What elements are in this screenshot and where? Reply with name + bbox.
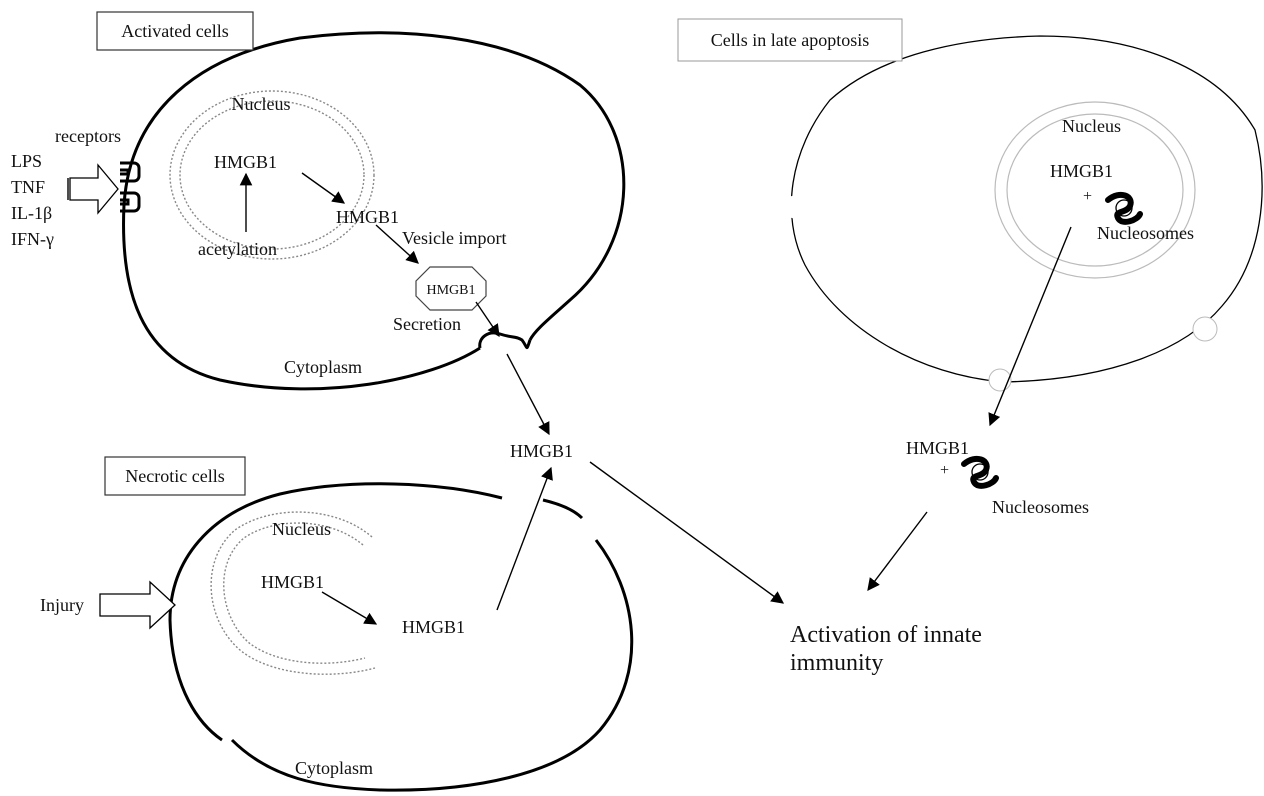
activated-title-box	[96, 11, 254, 51]
activated-hmgb1-nucleus: HMGB1	[214, 152, 277, 172]
necrotic-release-arrow	[496, 466, 553, 611]
activated-cytoplasm-label: Cytoplasm	[284, 357, 362, 377]
activated-nucleus-inner	[179, 100, 365, 250]
hmgb1-to-immunity-arrow	[589, 461, 785, 604]
injury-arrow	[99, 580, 176, 630]
necrotic-hmgb1-cytoplasm: HMGB1	[402, 617, 465, 637]
activated-title: Activated cells	[121, 21, 228, 41]
apoptotic-bleb-left	[783, 195, 807, 219]
outcome-line-1: Activation of innate	[790, 622, 982, 648]
necrotic-nucleus-label: Nucleus	[272, 519, 331, 539]
released-complex: HMGB1 + Nucleosomes	[906, 438, 1089, 517]
necrotic-title: Necrotic cells	[125, 466, 224, 486]
nucleosome-icon	[1105, 191, 1143, 225]
necrotic-cytoplasm-label: Cytoplasm	[295, 758, 373, 778]
secretion-label: Secretion	[393, 314, 461, 334]
apoptotic-nucleus-inner	[1006, 113, 1184, 267]
apoptotic-bleb-right	[1192, 316, 1218, 342]
necrotic-cell: Necrotic cells Nucleus HMGB1 HMGB1 Injur…	[40, 456, 634, 792]
necrotic-hmgb1-nucleus: HMGB1	[261, 572, 324, 592]
nuclear-export-arrow	[301, 172, 346, 204]
receptor-icons	[120, 161, 141, 213]
outcome-line-2: immunity	[790, 650, 883, 676]
vesicle-import-arrow	[375, 224, 419, 264]
activated-hmgb1-cytoplasm: HMGB1	[336, 207, 399, 227]
stimulus-lps: LPS	[11, 151, 42, 171]
stimulus-ifng: IFN-γ	[11, 229, 54, 249]
released-nucleosome-icon	[961, 455, 999, 489]
released-plus: +	[940, 462, 949, 479]
apoptotic-nucleosomes: Nucleosomes	[1097, 223, 1194, 243]
released-hmgb1: HMGB1	[906, 438, 969, 458]
vesicle	[415, 266, 487, 311]
vesicle-hmgb1: HMGB1	[426, 283, 475, 298]
necrotic-nucleus-inner	[223, 522, 366, 664]
apoptosis-title-box	[677, 18, 903, 62]
necrotic-nucleus-outer	[210, 511, 376, 675]
apoptotic-hmgb1: HMGB1	[1050, 161, 1113, 181]
released-nucleosomes: Nucleosomes	[992, 497, 1089, 517]
vesicle-import-label: Vesicle import	[402, 228, 506, 248]
activated-cell: Activated cells Nucleus receptors LPS TN…	[11, 11, 626, 436]
stimulus-il1b: IL-1β	[11, 203, 52, 223]
stimulus-arrow	[69, 163, 119, 215]
secretion-pore	[478, 331, 532, 349]
acetylation-label: acetylation	[198, 239, 277, 259]
activated-cell-membrane	[122, 31, 626, 391]
injury-label: Injury	[40, 595, 84, 615]
apoptotic-nucleus-label: Nucleus	[1062, 116, 1121, 136]
necrotic-membrane-right	[542, 498, 584, 520]
activated-nucleus-label: Nucleus	[232, 94, 291, 114]
apoptotic-plus: +	[1083, 188, 1092, 205]
apoptotic-nucleus-outer	[994, 101, 1196, 279]
receptors-label: receptors	[55, 126, 121, 146]
necrotic-membrane-lower	[230, 539, 634, 792]
apoptotic-membrane	[790, 35, 1263, 383]
apoptotic-release-arrow	[988, 226, 1072, 427]
necrotic-title-box	[104, 456, 246, 496]
activated-nucleus-outer	[169, 90, 375, 260]
apoptotic-cell: Cells in late apoptosis Nucleus HMGB1 + …	[677, 18, 1263, 427]
necrotic-membrane-left	[168, 482, 503, 742]
extracellular-hmgb1: HMGB1	[510, 441, 573, 461]
release-arrow	[506, 353, 550, 436]
necrotic-export-arrow	[321, 591, 378, 625]
secretion-arrow	[475, 301, 500, 338]
complex-to-immunity-arrow	[867, 511, 928, 592]
apoptosis-title: Cells in late apoptosis	[711, 30, 869, 50]
stimulus-tnf: TNF	[11, 177, 45, 197]
